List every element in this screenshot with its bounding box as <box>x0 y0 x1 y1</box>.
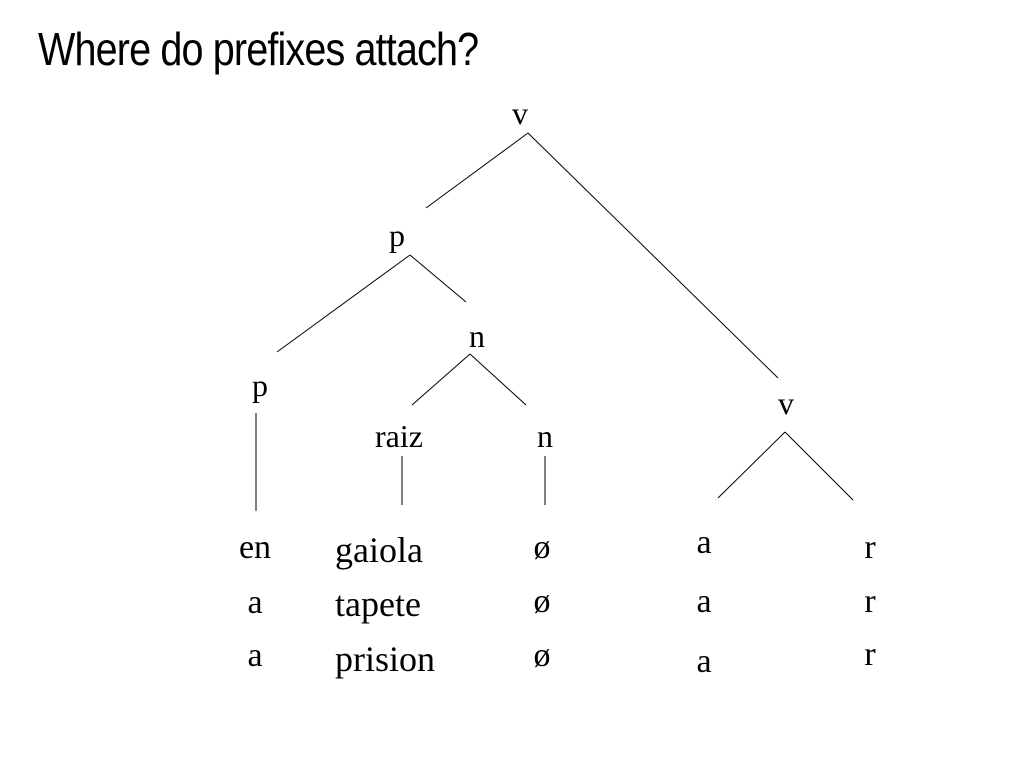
leaf-inf-3: r <box>864 636 876 673</box>
leaf-theme-2: a <box>696 583 711 620</box>
leaf-inf-1: r <box>864 529 876 566</box>
edge-v-to-inf <box>784 431 854 501</box>
leaf-null-3: ø <box>534 637 551 674</box>
node-p-low: p <box>252 367 268 403</box>
leaf-null-1: ø <box>534 529 551 566</box>
edge-n-to-raiz <box>411 353 471 406</box>
slide-title: Where do prefixes attach? <box>38 23 479 75</box>
node-v-right: v <box>778 385 794 421</box>
node-n-mid: n <box>469 318 485 354</box>
leaf-null-2: ø <box>534 583 551 620</box>
leaf-root-2: tapete <box>335 584 421 624</box>
edge-p-to-p <box>276 254 411 353</box>
leaf-prefix-3: a <box>247 637 262 674</box>
node-p-top: p <box>389 217 405 253</box>
leaf-inf-2: r <box>864 583 876 620</box>
node-n-low: n <box>537 418 553 454</box>
leaf-root-3: prision <box>335 639 435 679</box>
leaf-theme-3: a <box>696 643 711 680</box>
node-v-root: v <box>512 95 528 131</box>
edge-v-to-p <box>425 132 529 209</box>
edge-v-to-theme <box>717 431 786 499</box>
leaf-root-1: gaiola <box>335 530 423 570</box>
leaf-prefix-2: a <box>247 584 262 621</box>
leaf-prefix-1: en <box>239 529 271 566</box>
edge-p-to-n <box>409 254 467 303</box>
edge-n-to-n <box>469 353 527 406</box>
leaf-theme-1: a <box>696 524 711 561</box>
node-raiz: raiz <box>375 418 423 454</box>
edge-v-to-v <box>527 132 779 379</box>
